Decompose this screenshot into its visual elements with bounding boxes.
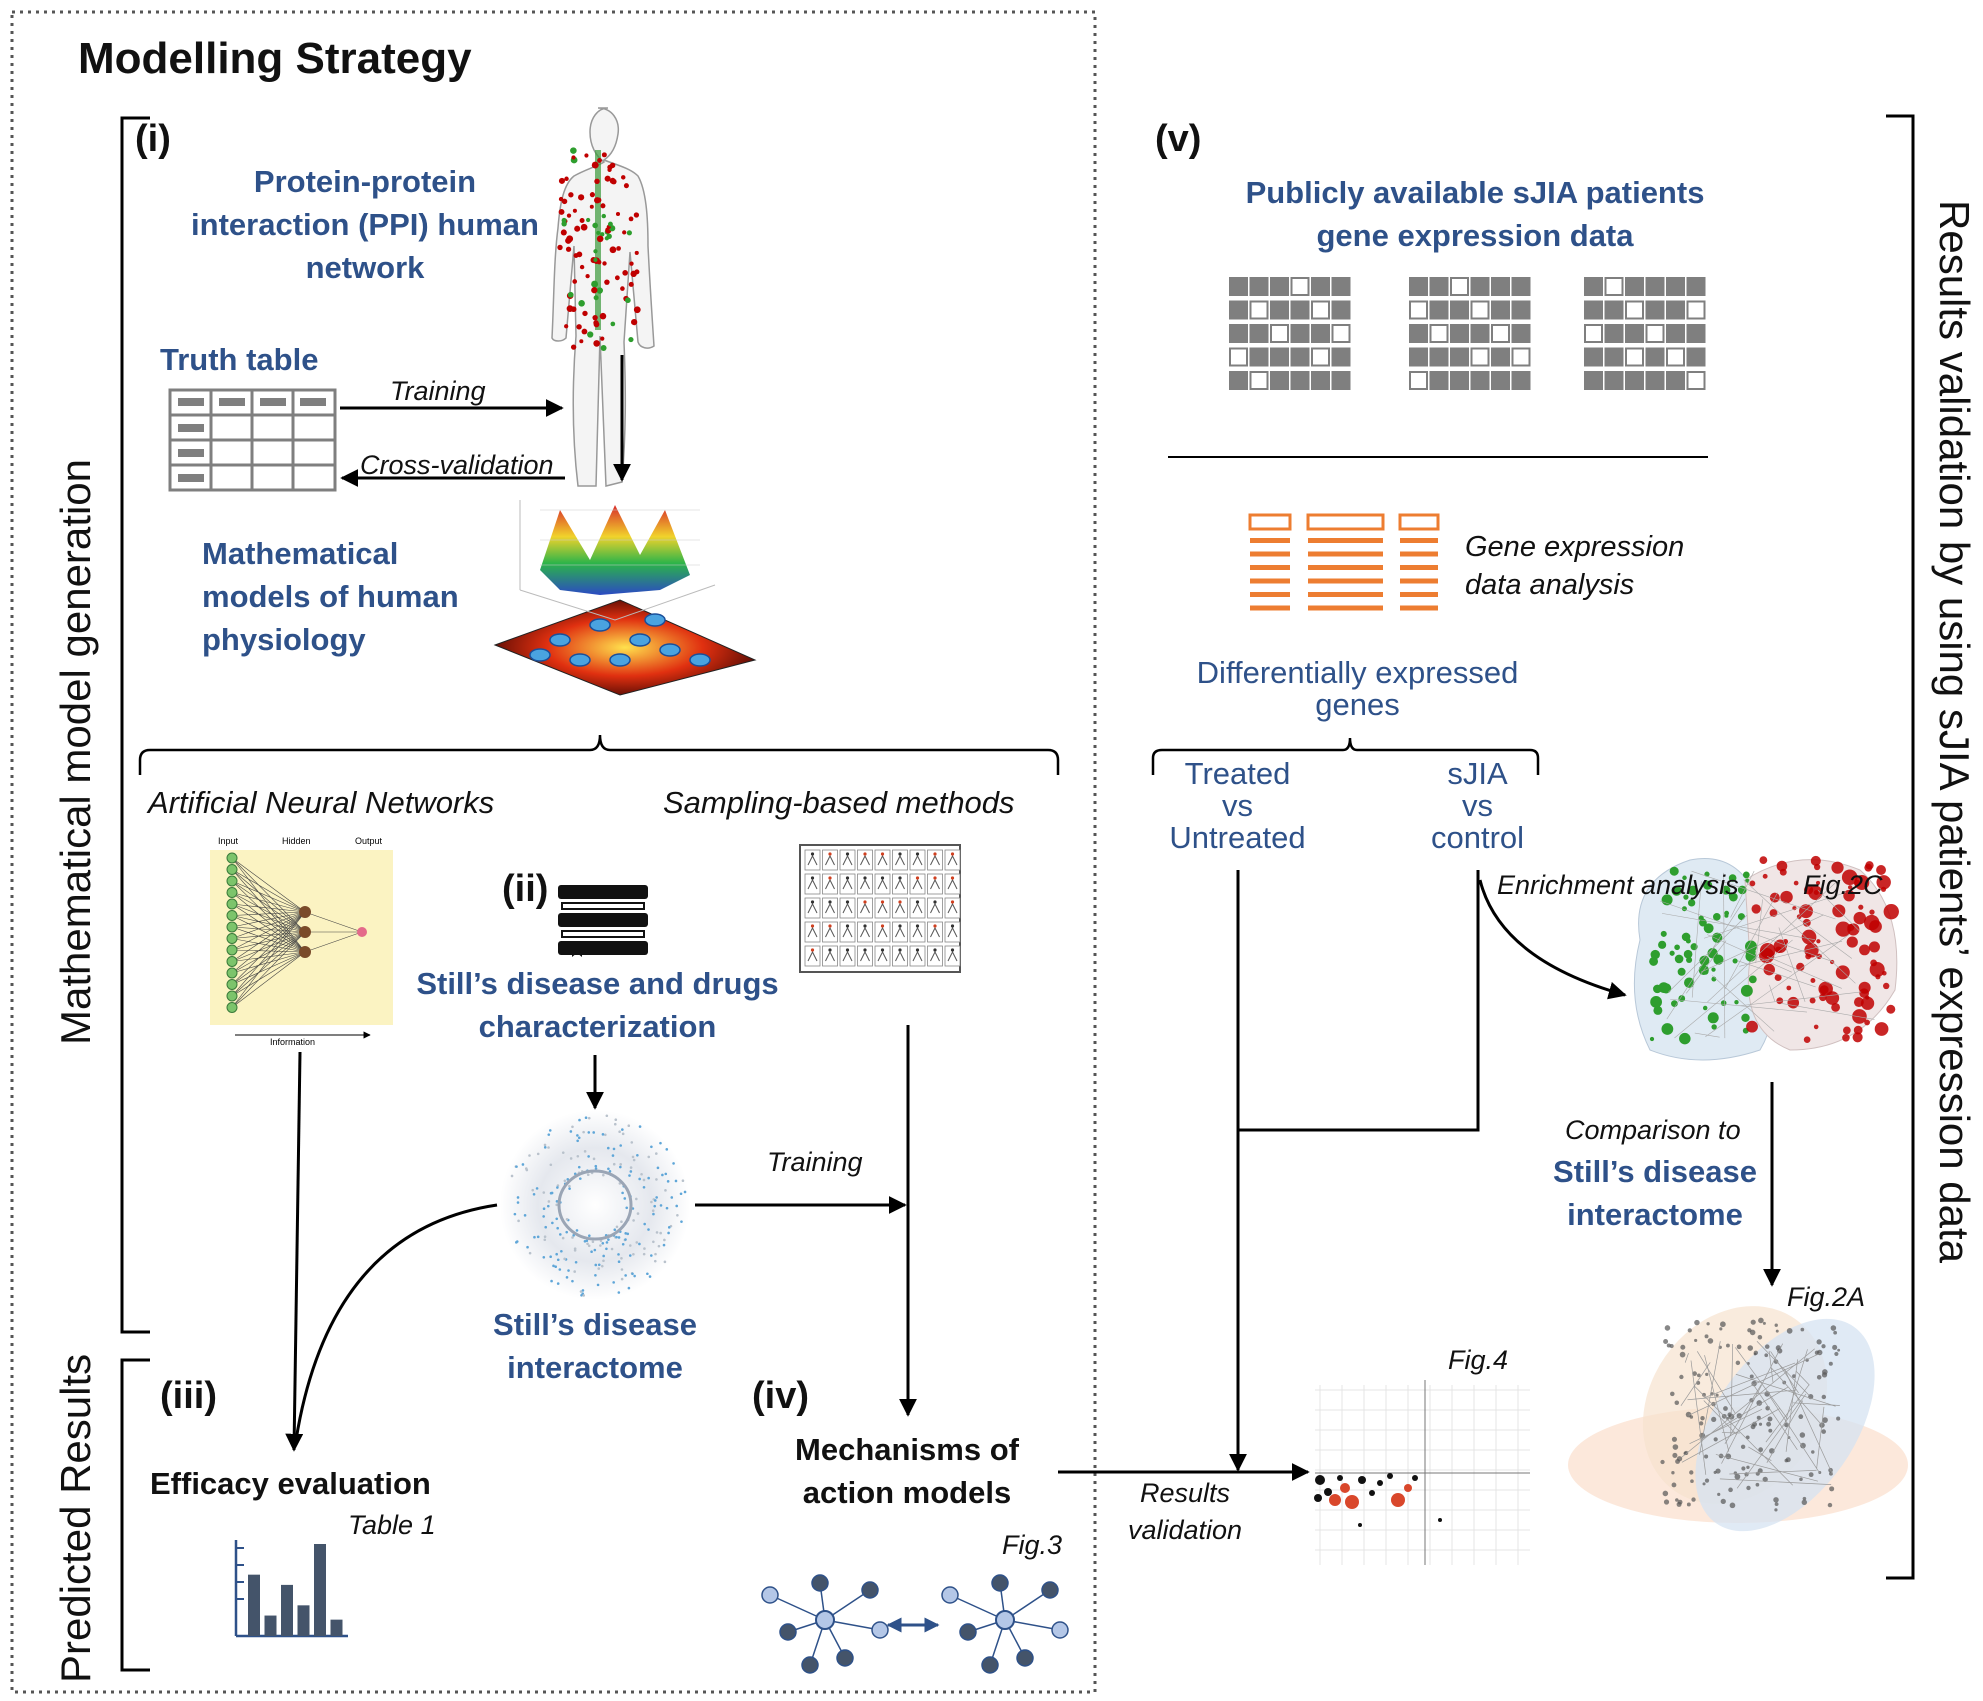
- fig4-label: Fig.4: [1448, 1345, 1509, 1375]
- nn-hidden-label: Hidden: [282, 836, 311, 846]
- enrichment-label: Enrichment analysis: [1497, 870, 1739, 900]
- neural-network-icon: [210, 850, 393, 1039]
- treated-vs-untreated-label: Treated vs Untreated: [1169, 756, 1306, 855]
- gene-analysis-icon: [1248, 513, 1440, 611]
- deg-split-bracket: [1151, 737, 1540, 775]
- numeral-iv: (iv): [752, 1375, 809, 1417]
- interactome-training-label: Training: [767, 1147, 863, 1177]
- efficacy-bar: [281, 1584, 293, 1636]
- efficacy-label: Efficacy evaluation: [150, 1466, 431, 1501]
- sampling-grid-icon: [799, 844, 961, 973]
- truth-table-icon: [168, 388, 337, 492]
- mechanism-networks-icon: [761, 1574, 1069, 1674]
- interactome-label: Still’s disease interactome: [493, 1307, 697, 1385]
- bracket-results-validation: [1886, 114, 1915, 1580]
- side-label-model-generation: Mathematical model generation: [52, 459, 99, 1045]
- numeral-iii: (iii): [160, 1375, 217, 1417]
- gene-analysis-label: Gene expression data analysis: [1465, 531, 1685, 601]
- public-data-label: Publicly available sJIA patients gene ex…: [1245, 175, 1705, 253]
- interactome-to-efficacy-arrow: [294, 1203, 498, 1441]
- sjia-line: [1238, 870, 1480, 1132]
- modelling-strategy-frame: [10, 10, 1097, 1694]
- numeral-ii: (ii): [502, 868, 549, 910]
- books-icon: [558, 885, 648, 957]
- training-label: Training: [390, 376, 486, 406]
- efficacy-bar: [248, 1574, 260, 1636]
- math-models-label: Mathematical models of human physiology: [202, 536, 459, 657]
- gene-expression-grids-icon: [1229, 277, 1706, 390]
- numeral-i: (i): [135, 118, 171, 160]
- efficacy-bar: [330, 1619, 343, 1636]
- efficacy-bar-chart-icon: [234, 1540, 348, 1638]
- human-body-network-icon: [551, 107, 655, 487]
- ann-label: Artificial Neural Networks: [148, 785, 495, 820]
- table1-label: Table 1: [348, 1510, 436, 1540]
- still-interactome-label: Still’s disease interactome: [1553, 1154, 1757, 1232]
- methods-split-bracket: [138, 734, 1060, 775]
- fig2c-label: Fig.2C: [1803, 870, 1883, 900]
- interactome-network-icon: [500, 1110, 690, 1300]
- fig2a-label: Fig.2A: [1787, 1282, 1866, 1312]
- ppi-network-label: Protein-protein interaction (PPI) human …: [191, 164, 539, 285]
- characterization-label: Still’s disease and drugs characterizati…: [416, 966, 779, 1044]
- nn-output-label: Output: [355, 836, 383, 846]
- cross-validation-label: Cross-validation: [360, 450, 554, 480]
- efficacy-bar: [297, 1605, 310, 1636]
- sjia-vs-control-label: sJIA vs control: [1430, 756, 1525, 855]
- efficacy-bar: [314, 1544, 326, 1636]
- results-validation-label: Results validation: [1127, 1478, 1243, 1545]
- fig4-scatter-icon: [1314, 1380, 1530, 1565]
- diagram-title: Modelling Strategy: [78, 34, 472, 83]
- bracket-model-generation: [120, 116, 150, 1334]
- deg-label: Differentially expressed genes: [1196, 655, 1519, 722]
- enrichment-network-icon: [1633, 855, 1899, 1061]
- efficacy-bar: [264, 1615, 277, 1636]
- surface-plot-icon: [493, 500, 757, 696]
- mechanisms-label: Mechanisms of action models: [795, 1432, 1019, 1510]
- comparison-label: Comparison to: [1565, 1115, 1741, 1145]
- nn-input-label: Input: [218, 836, 239, 846]
- truth-table-label: Truth table: [160, 342, 319, 377]
- nn-information-label: Information: [270, 1037, 316, 1047]
- sampling-methods-label: Sampling-based methods: [663, 785, 1015, 820]
- numeral-v: (v): [1155, 118, 1202, 160]
- ann-to-efficacy-arrow: [285, 1051, 304, 1452]
- overlap-network-icon: [1568, 1306, 1908, 1532]
- fig3-label: Fig.3: [1002, 1530, 1063, 1560]
- bracket-predicted-results: [120, 1358, 150, 1672]
- side-label-predicted-results: Predicted Results: [52, 1353, 99, 1683]
- enrichment-arrow: [1478, 879, 1627, 1000]
- side-label-results-validation: Results validation by using sJIA patient…: [1931, 200, 1978, 1264]
